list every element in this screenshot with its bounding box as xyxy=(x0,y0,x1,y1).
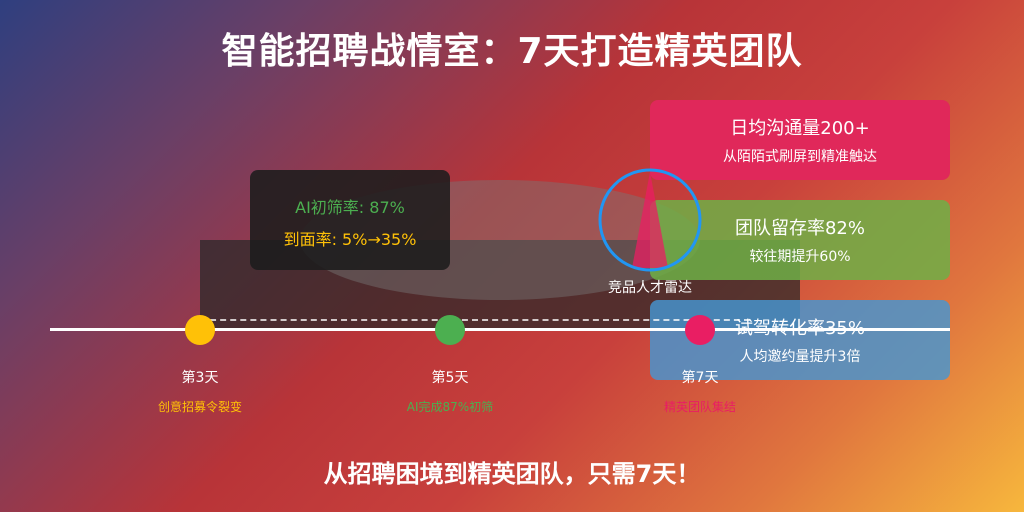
interview-rate: 到面率: 5%→35% xyxy=(283,230,417,249)
milestone-dot-day3 xyxy=(185,315,215,345)
card-subtitle: 从陌陌式刷屏到精准触达 xyxy=(723,149,877,165)
card-subtitle: 人均邀约量提升3倍 xyxy=(739,349,861,365)
milestone-dot-day5 xyxy=(435,315,465,345)
card-subtitle: 较往期提升60% xyxy=(749,249,851,265)
milestone-event-label: 创意招募令裂变 xyxy=(157,400,242,414)
page-title: 智能招聘战情室：7天打造精英团队 xyxy=(221,31,803,72)
ai-screening-rate: AI初筛率: 87% xyxy=(295,198,405,217)
card-daily-communication: 日均沟通量200+ 从陌陌式刷屏到精准触达 xyxy=(650,100,950,180)
card-title: 团队留存率82% xyxy=(734,218,865,239)
ai-stats-box: AI初筛率: 87% 到面率: 5%→35% xyxy=(250,170,450,270)
timeline-line xyxy=(50,328,950,331)
milestone-day-label: 第3天 xyxy=(181,370,219,386)
milestone-day-label: 第7天 xyxy=(681,370,719,386)
footer-slogan: 从招聘困境到精英团队，只需7天！ xyxy=(323,460,701,488)
milestone-event-label: AI完成87%初筛 xyxy=(406,400,494,414)
radar-label: 竞品人才雷达 xyxy=(608,280,692,296)
dashed-connector xyxy=(200,319,750,321)
radar-ring xyxy=(598,168,702,272)
radar-sweep xyxy=(632,172,668,268)
milestone-dot-day7 xyxy=(685,315,715,345)
milestone-event-label: 精英团队集结 xyxy=(663,400,736,414)
milestone-day-label: 第5天 xyxy=(431,370,469,386)
card-title: 日均沟通量200+ xyxy=(730,118,870,139)
